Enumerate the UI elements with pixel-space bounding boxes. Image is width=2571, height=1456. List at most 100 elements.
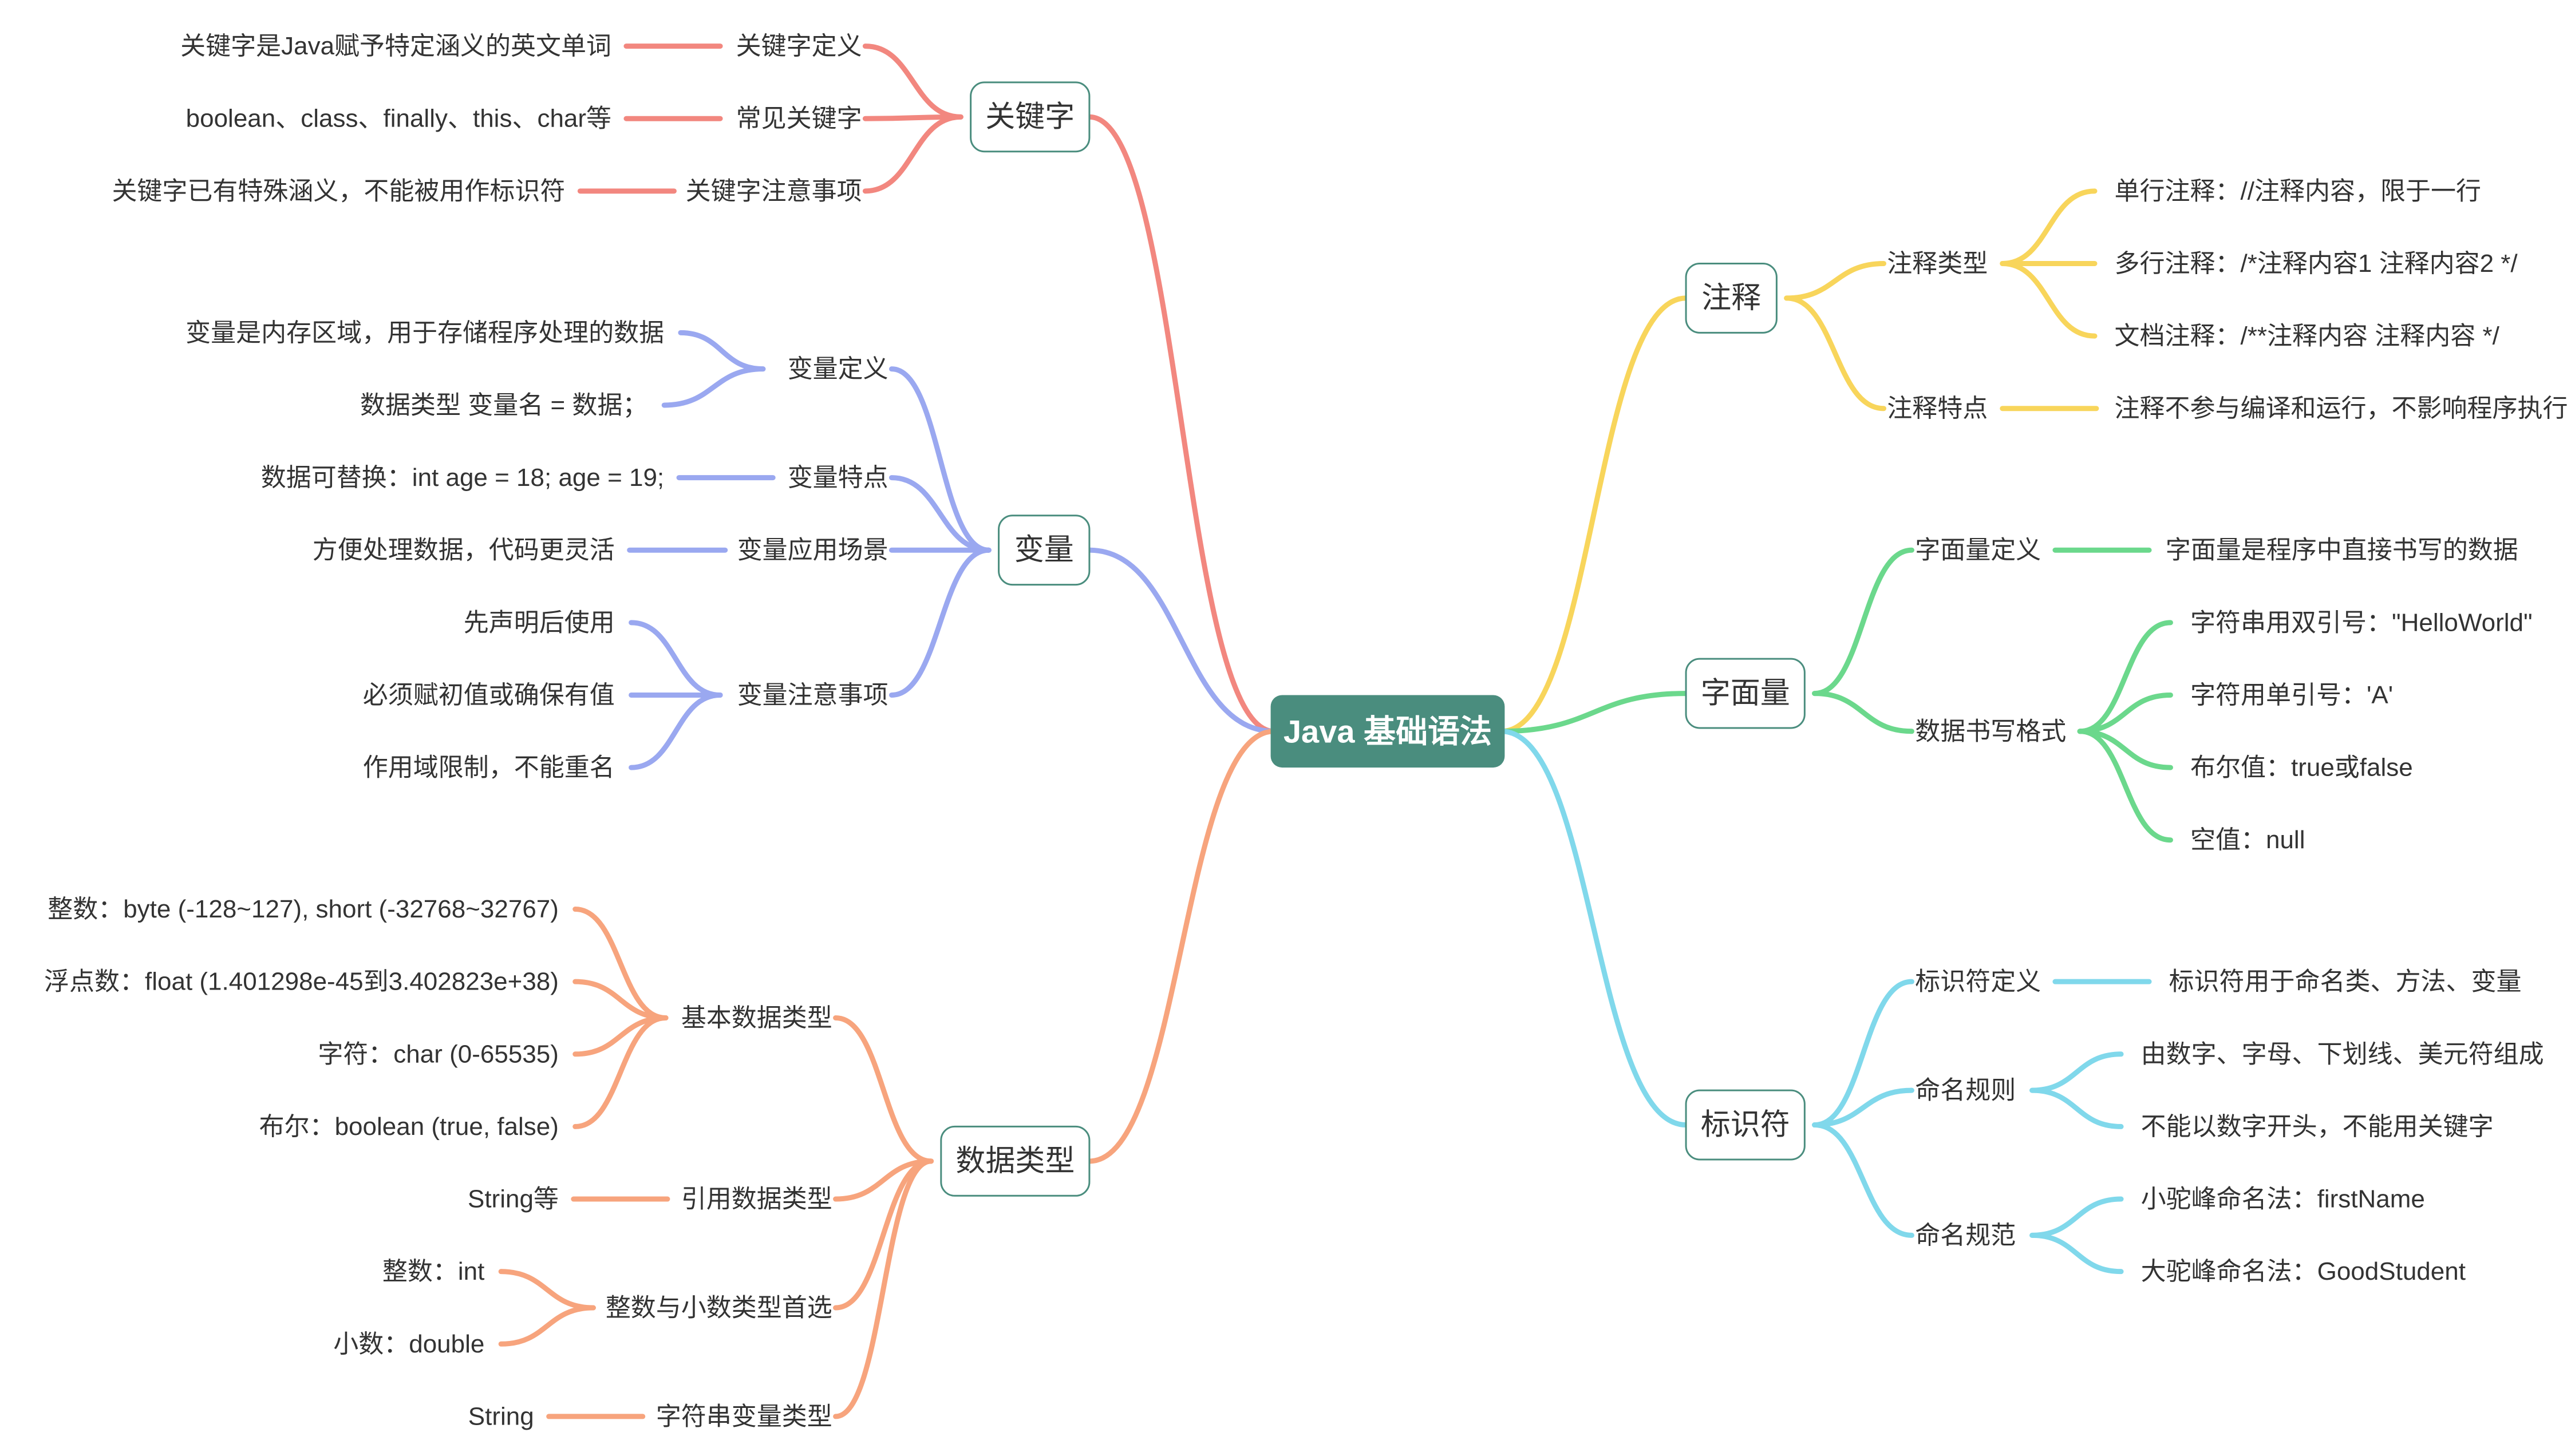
connector-lit-leaf-1-3 [2077, 729, 2173, 843]
leaf-lit-1-1: 字符用单引号：'A' [2190, 681, 2393, 709]
leaf-var-1-0: 数据可替换：int age = 18; age = 19; [261, 464, 664, 492]
leaf-dt-1-0: String等 [468, 1185, 559, 1213]
topic-label-var: 变量 [1014, 533, 1074, 567]
leaf-cm-1-0: 注释不参与编译和运行，不影响程序执行 [2115, 394, 2568, 422]
connector-var-leaf-3-0 [629, 620, 723, 698]
leaf-kw-0-0: 关键字是Java赋予特定涵义的英文单词 [180, 32, 611, 60]
subtopic-kw-2: 关键字注意事项 [686, 177, 862, 205]
subtopic-var-0: 变量定义 [788, 355, 888, 383]
leaf-id-1-0: 由数字、字母、下划线、美元符组成 [2141, 1040, 2544, 1068]
leaf-id-2-1: 大驼峰命名法：GoodStudent [2141, 1257, 2466, 1285]
connector-id-leaf-1-1 [2029, 1087, 2124, 1129]
connector-root-id [1499, 729, 1689, 1128]
topic-label-id: 标识符 [1701, 1109, 1790, 1142]
connector-layer [498, 43, 2173, 1419]
connector-var-leaf-3-2 [629, 692, 723, 770]
connector-cm-leaf-0-2 [2000, 260, 2098, 339]
leaf-lit-1-0: 字符串用双引号："HelloWorld" [2190, 608, 2533, 636]
leaf-var-3-1: 必须赋初值或确保有值 [363, 681, 615, 709]
topic-box-kw[interactable] [970, 81, 1091, 153]
subtopic-kw-0: 关键字定义 [736, 32, 862, 60]
connector-cm-sub-0 [1784, 260, 1887, 301]
subtopic-id-1: 命名规则 [1915, 1077, 2016, 1105]
leaf-kw-1-0: boolean、class、finally、this、char等 [186, 105, 611, 133]
connector-cm-sub-1 [1784, 295, 1887, 412]
leaf-lit-0-0: 字面量是程序中直接书写的数据 [2166, 536, 2518, 564]
connector-id-sub-1 [1812, 1087, 1914, 1128]
connector-cm-leaf-0-0 [2000, 188, 2098, 266]
subtopic-lit-0: 字面量定义 [1915, 536, 2041, 564]
subtopic-dt-1: 引用数据类型 [681, 1185, 832, 1213]
subtopic-id-2: 命名规范 [1915, 1221, 2016, 1249]
connector-var-sub-3 [888, 547, 992, 698]
connector-root-kw [1087, 114, 1277, 734]
subtopic-var-2: 变量应用场景 [737, 536, 888, 564]
topic-box-var[interactable] [998, 515, 1091, 586]
leaf-dt-0-2: 字符：char (0-65535) [318, 1040, 559, 1068]
leaf-lit-1-3: 空值：null [2190, 826, 2305, 854]
connector-kw-sub-0 [862, 43, 963, 120]
subtopic-var-3: 变量注意事项 [737, 681, 888, 709]
connector-id-leaf-2-0 [2029, 1196, 2124, 1238]
leaf-var-3-0: 先声明后使用 [464, 608, 615, 636]
connector-var-sub-0 [888, 366, 992, 553]
leaf-var-0-0: 变量是内存区域，用于存储程序处理的数据 [185, 319, 664, 347]
topic-box-dt[interactable] [940, 1125, 1091, 1197]
leaf-cm-0-0: 单行注释：//注释内容，限于一行 [2115, 177, 2481, 205]
connector-kw-sub-2 [862, 114, 963, 194]
connector-dt-sub-0 [833, 1015, 934, 1164]
leaf-dt-2-1: 小数：double [333, 1330, 484, 1358]
connector-dt-leaf-2-1 [498, 1305, 596, 1347]
topic-label-cm: 注释 [1701, 282, 1761, 315]
leaf-var-2-0: 方便处理数据，代码更灵活 [313, 536, 615, 564]
connector-dt-sub-1 [833, 1158, 934, 1202]
connector-id-sub-2 [1812, 1122, 1914, 1238]
leaf-dt-0-1: 浮点数：float (1.401298e-45到3.402823e+38) [44, 968, 559, 996]
subtopic-var-1: 变量特点 [788, 464, 888, 492]
topic-label-lit: 字面量 [1701, 677, 1790, 710]
leaf-id-2-0: 小驼峰命名法：firstName [2141, 1185, 2425, 1213]
subtopic-dt-3: 字符串变量类型 [656, 1402, 832, 1430]
connector-dt-leaf-2-0 [498, 1269, 596, 1311]
connector-id-leaf-2-1 [2029, 1232, 2124, 1275]
subtopic-id-0: 标识符定义 [1915, 968, 2041, 996]
connector-var-leaf-0-1 [661, 366, 766, 408]
leaf-var-3-2: 作用域限制，不能重名 [363, 754, 615, 782]
connector-dt-sub-2 [833, 1158, 934, 1311]
subtopic-lit-1: 数据书写格式 [1915, 717, 2066, 745]
connector-root-cm [1499, 295, 1689, 734]
root-box[interactable] [1270, 695, 1505, 768]
connector-root-var [1087, 547, 1277, 734]
topic-box-lit[interactable] [1685, 658, 1806, 729]
connector-dt-leaf-0-0 [572, 907, 669, 1020]
leaf-id-0-0: 标识符用于命名类、方法、变量 [2169, 968, 2522, 996]
subtopic-cm-1: 注释特点 [1887, 394, 1988, 422]
topic-box-id[interactable] [1685, 1089, 1806, 1161]
leaf-dt-3-0: String [468, 1402, 534, 1430]
subtopic-kw-1: 常见关键字 [736, 105, 862, 133]
subtopic-dt-0: 基本数据类型 [681, 1004, 832, 1032]
topic-label-kw: 关键字 [985, 100, 1075, 133]
leaf-id-1-1: 不能以数字开头，不能用关键字 [2141, 1113, 2494, 1141]
connector-var-leaf-0-0 [678, 330, 766, 372]
connector-dt-sub-3 [833, 1158, 934, 1419]
connector-dt-leaf-0-3 [572, 1015, 669, 1129]
leaf-var-0-1: 数据类型 变量名 = 数据； [360, 391, 647, 419]
subtopic-dt-2: 整数与小数类型首选 [606, 1293, 832, 1322]
leaf-kw-2-0: 关键字已有特殊涵义，不能被用作标识符 [112, 177, 565, 205]
leaf-dt-2-0: 整数：int [382, 1257, 484, 1285]
connector-root-lit [1499, 691, 1689, 734]
connector-var-sub-1 [888, 475, 992, 553]
topic-box-cm[interactable] [1685, 262, 1778, 334]
subtopic-cm-0: 注释类型 [1887, 250, 1988, 278]
connector-lit-leaf-1-0 [2077, 620, 2173, 734]
leaf-dt-0-3: 布尔：boolean (true, false) [259, 1113, 559, 1141]
root-label: Java 基础语法 [1283, 713, 1492, 749]
leaf-dt-0-0: 整数：byte (-128~127), short (-32768~32767) [48, 895, 559, 923]
connector-kw-sub-1 [862, 114, 963, 121]
leaf-lit-1-2: 布尔值：true或false [2190, 754, 2413, 782]
leaf-cm-0-2: 文档注释：/**注释内容 注释内容 */ [2115, 322, 2500, 350]
leaf-cm-0-1: 多行注释：/*注释内容1 注释内容2 */ [2115, 250, 2518, 278]
